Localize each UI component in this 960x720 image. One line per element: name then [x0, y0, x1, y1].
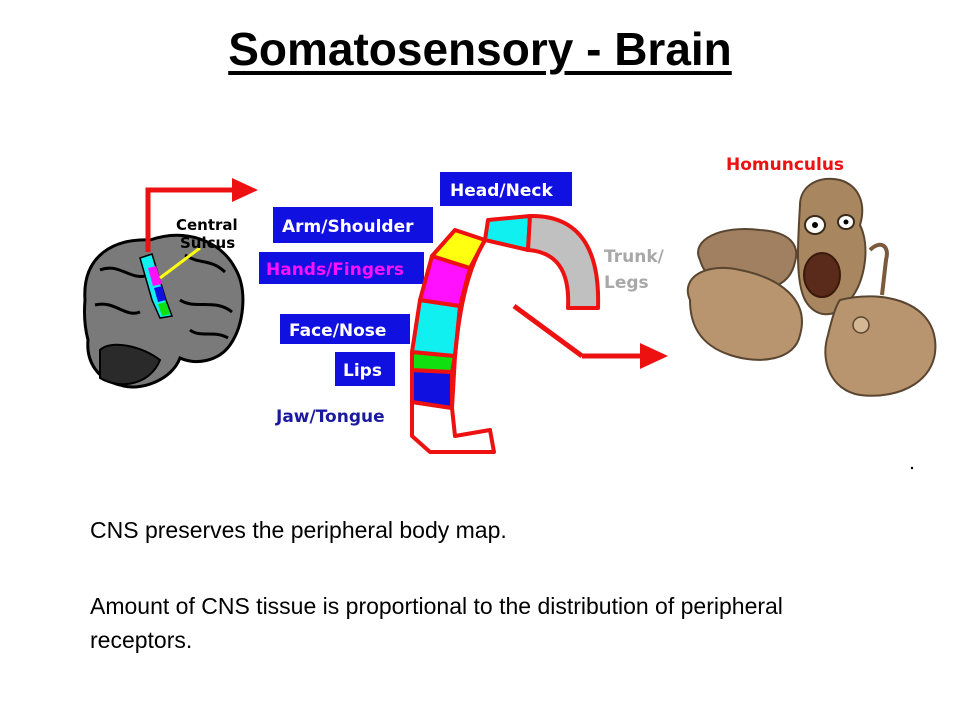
- homunculus-figure: [687, 177, 937, 470]
- trunk-label-2: Legs: [604, 273, 649, 293]
- trunk-label-1: Trunk/: [604, 247, 665, 267]
- somatotopic-strip: [410, 213, 601, 454]
- body-text-line-1: CNS preserves the peripheral body map.: [90, 517, 507, 543]
- page-title: Somatosensory - Brain: [228, 23, 732, 75]
- svg-text:Face/Nose: Face/Nose: [289, 321, 386, 341]
- arrow-brain-to-strip: [145, 178, 258, 252]
- svg-text:Lips: Lips: [343, 361, 382, 381]
- jaw-tongue-label: Jaw/Tongue: [275, 407, 385, 427]
- central-sulcus-label-1: Central: [176, 216, 238, 234]
- svg-text:Hands/Fingers: Hands/Fingers: [266, 260, 404, 280]
- head-neck-box: Head/Neck: [440, 172, 572, 206]
- brain-illustration: [82, 233, 245, 389]
- central-sulcus-label-2: Sulcus: [180, 234, 235, 252]
- hands-fingers-box: Hands/Fingers: [259, 252, 424, 284]
- arrow-strip-to-homunculus: [512, 303, 668, 369]
- body-text-line-2: Amount of CNS tissue is proportional to …: [90, 593, 783, 653]
- svg-text:Head/Neck: Head/Neck: [450, 181, 553, 201]
- lips-box: Lips: [335, 352, 395, 386]
- face-nose-box: Face/Nose: [280, 314, 410, 344]
- arm-shoulder-box: Arm/Shoulder: [273, 207, 433, 243]
- homunculus-title: Homunculus: [726, 155, 844, 175]
- svg-text:Arm/Shoulder: Arm/Shoulder: [282, 217, 414, 237]
